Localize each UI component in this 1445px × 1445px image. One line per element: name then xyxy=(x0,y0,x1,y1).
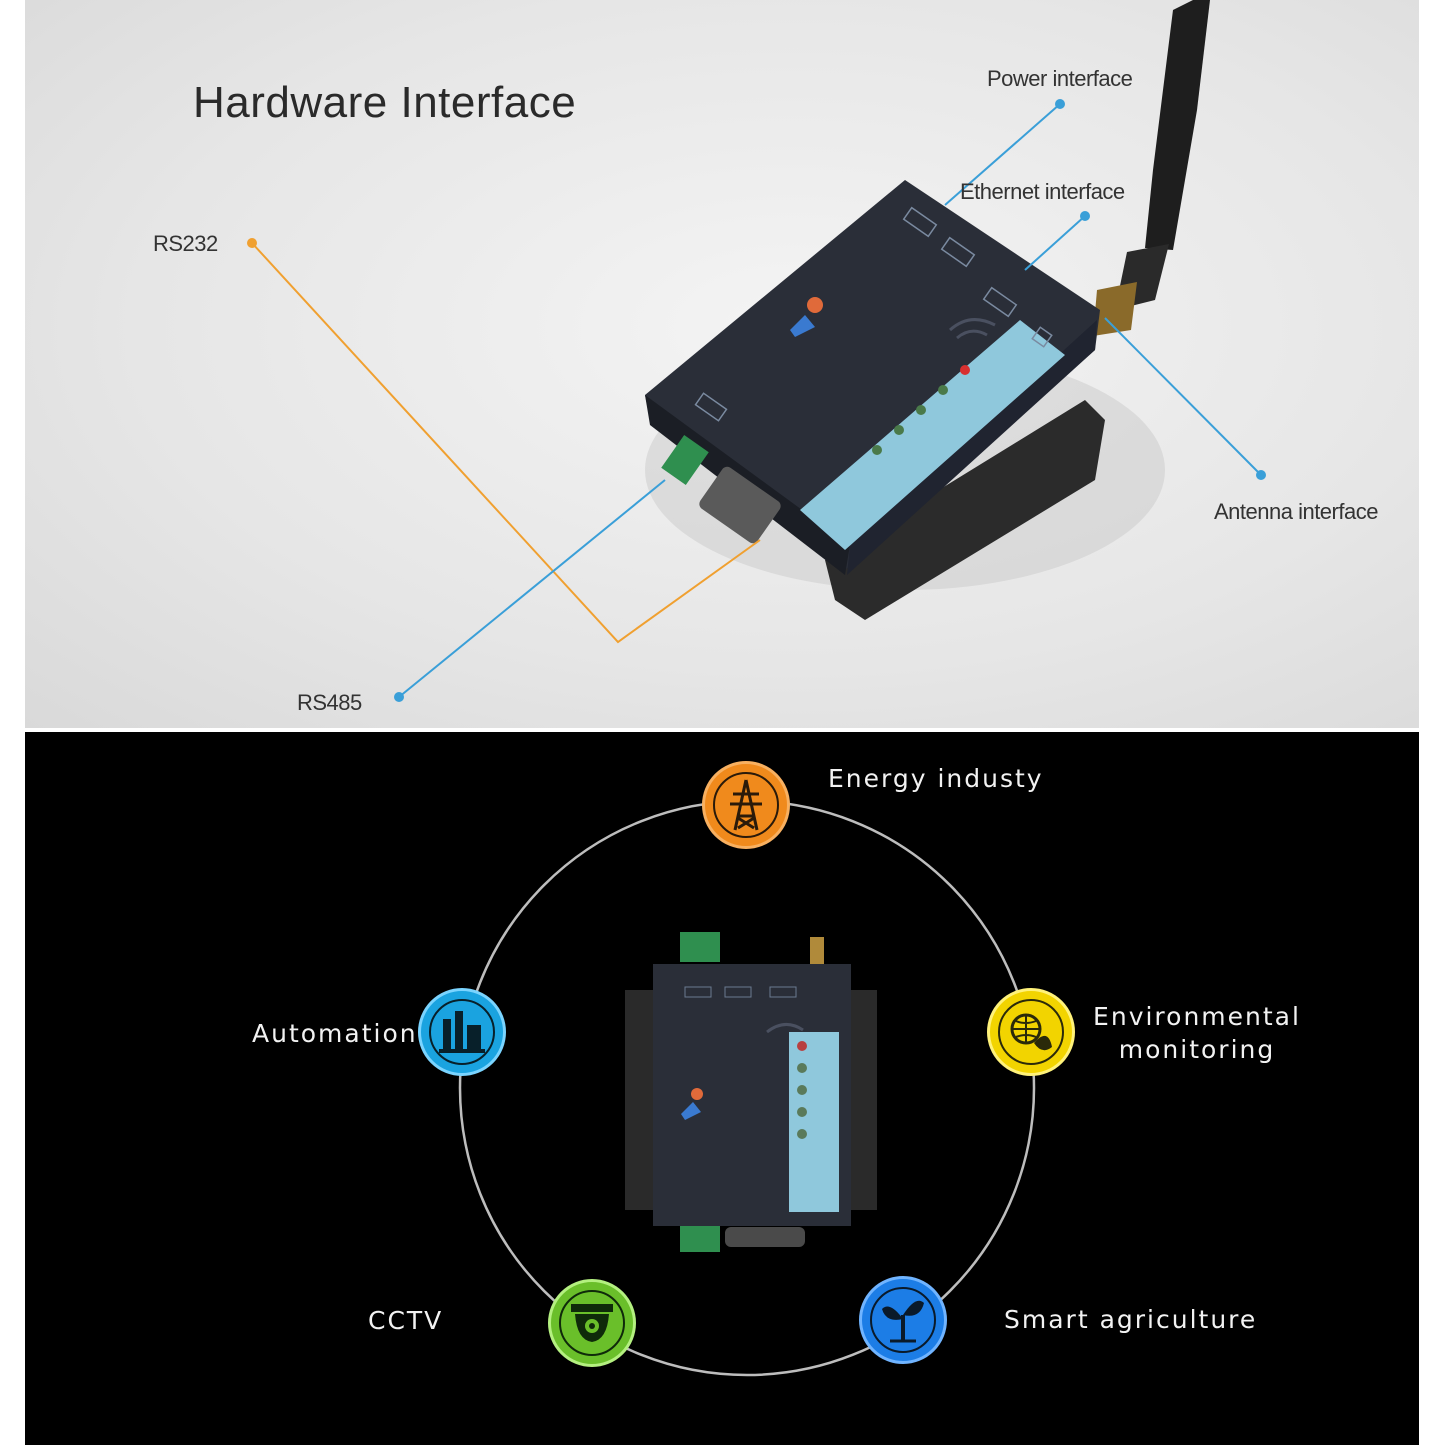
label-energy-industry: Energy industy xyxy=(828,764,1044,793)
rxd-led xyxy=(872,445,882,455)
callout-antenna-interface: Antenna interface xyxy=(1214,499,1378,524)
center-device xyxy=(625,932,877,1252)
antenna xyxy=(1093,0,1210,336)
txd-led xyxy=(894,425,904,435)
hardware-interface-panel: Hardware Interface Power interface Ether… xyxy=(25,0,1419,728)
sprout-icon xyxy=(870,1287,936,1353)
label-environmental-monitoring-line1: Environmental xyxy=(1093,1002,1301,1031)
power-tower-icon xyxy=(713,772,779,838)
center-status-panel xyxy=(789,1032,839,1212)
environmental-monitoring-badge xyxy=(987,988,1075,1076)
callout-rs232: RS232 xyxy=(153,231,218,256)
cctv-badge xyxy=(548,1279,636,1367)
mounting-bracket xyxy=(825,400,1105,620)
automation-badge xyxy=(418,988,506,1076)
page-title: Hardware Interface xyxy=(193,78,577,127)
link-led xyxy=(916,405,926,415)
callout-lines xyxy=(247,99,1266,702)
label-smart-agriculture: Smart agriculture xyxy=(1004,1305,1258,1334)
status-panel xyxy=(800,320,1065,550)
device-body xyxy=(645,180,1100,575)
callout-ethernet-interface: Ethernet interface xyxy=(960,179,1125,204)
energy-industry-badge xyxy=(702,761,790,849)
hardware-illustration xyxy=(247,0,1266,702)
work-led xyxy=(938,385,948,395)
power-led xyxy=(960,365,970,375)
label-cctv: CCTV xyxy=(368,1306,444,1335)
factory-icon xyxy=(429,999,495,1065)
smart-agriculture-badge xyxy=(859,1276,947,1364)
label-automation: Automation xyxy=(252,1019,418,1048)
callout-rs485: RS485 xyxy=(297,690,362,715)
label-environmental-monitoring-line2: monitoring xyxy=(1118,1035,1276,1064)
cctv-camera-icon xyxy=(559,1290,625,1356)
callout-power-interface: Power interface xyxy=(987,66,1133,91)
applications-panel: Energy industy Environmental monitoring … xyxy=(25,732,1419,1445)
globe-leaf-icon xyxy=(998,999,1064,1065)
